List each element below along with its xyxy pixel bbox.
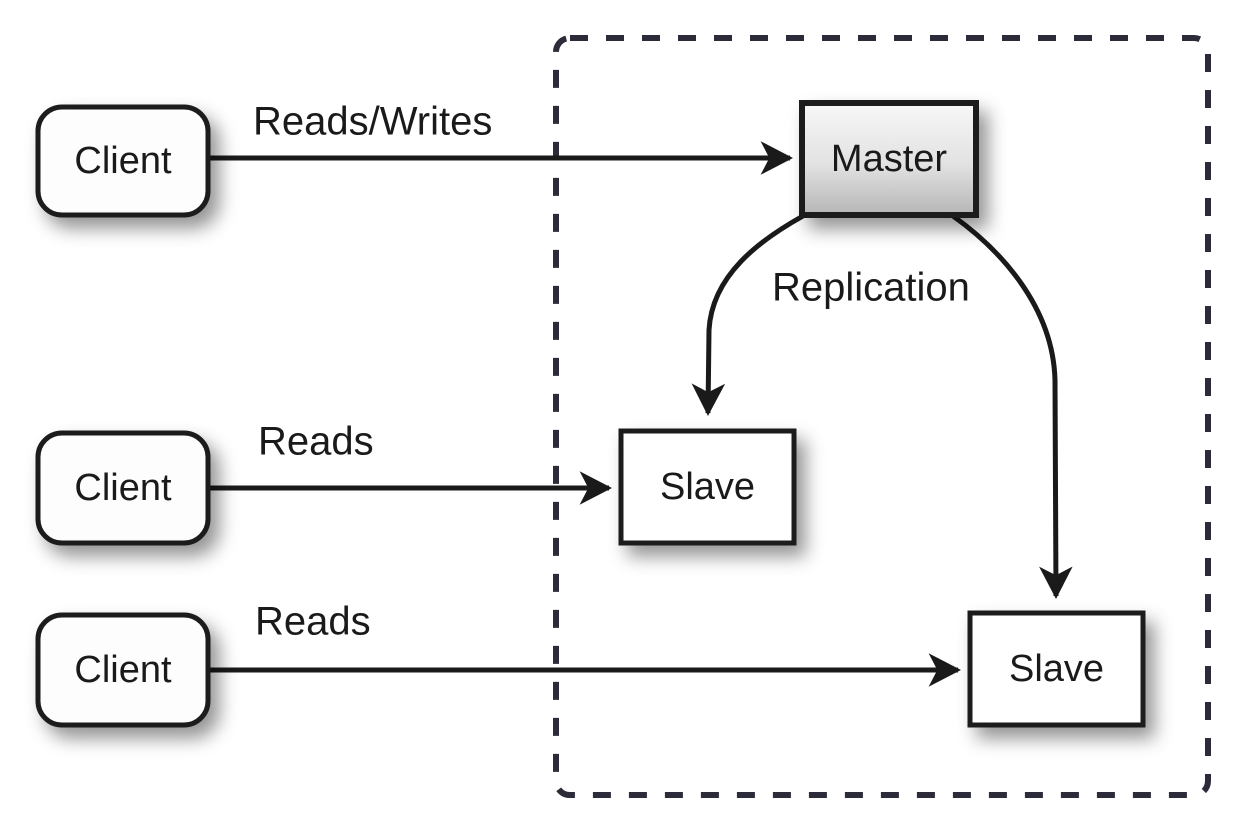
client-top-label: Client (74, 140, 172, 182)
node-client-bottom[interactable]: Client (35, 612, 211, 728)
node-master[interactable]: Master (799, 100, 979, 218)
client-middle-box[interactable] (35, 430, 211, 546)
client-bottom-label: Client (74, 649, 172, 691)
node-client-top[interactable]: Client (35, 104, 211, 218)
node-slave-upper[interactable]: Slave (618, 428, 797, 546)
nodes-layer: Client Client Client Master Slave (35, 100, 1146, 728)
edge-label-reads-writes: Reads/Writes (253, 100, 492, 144)
client-middle-label: Client (74, 467, 172, 509)
cluster-dashed-border (553, 35, 1211, 798)
node-client-middle[interactable]: Client (35, 430, 211, 546)
edge-label-reads-bottom: Reads (255, 600, 371, 644)
client-bottom-box[interactable] (35, 612, 211, 728)
slave-lower-box[interactable] (967, 610, 1146, 728)
master-label: Master (831, 138, 947, 180)
edge-label-replication: Replication (772, 266, 970, 310)
slave-upper-box[interactable] (618, 428, 797, 546)
node-slave-lower[interactable]: Slave (967, 610, 1146, 728)
edges-layer (208, 141, 1073, 687)
client-top-box[interactable] (35, 104, 211, 218)
edge-master-to-slave-lower (951, 213, 1073, 599)
edge-labels-layer: Reads/Writes Reads Reads Replication (253, 100, 970, 644)
edge-label-reads-middle: Reads (258, 420, 374, 464)
slave-lower-label: Slave (1009, 648, 1104, 690)
edge-master-to-slave-upper (691, 213, 805, 416)
slave-upper-label: Slave (660, 466, 755, 508)
database-cluster-boundary (553, 35, 1211, 798)
master-box[interactable] (799, 100, 979, 218)
